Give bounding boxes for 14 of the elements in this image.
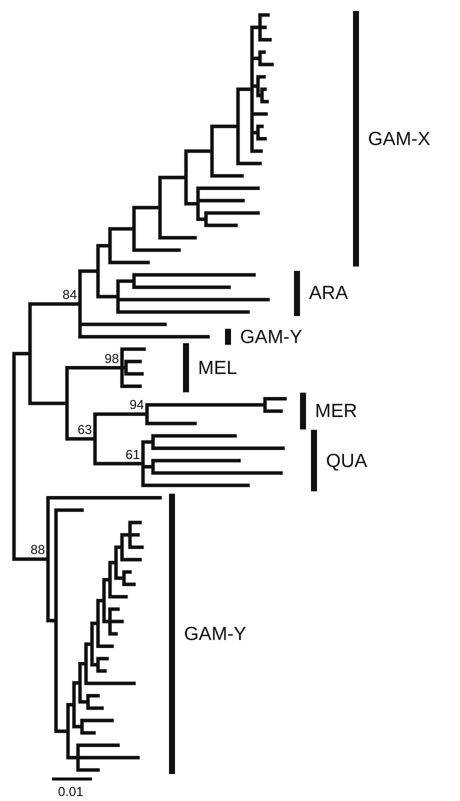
clade-label: ARA	[309, 284, 348, 304]
bootstrap-value: 88	[30, 543, 45, 556]
bootstrap-value: 94	[130, 398, 144, 412]
clade-label: GAM-X	[368, 130, 430, 149]
clade-label: MER	[315, 402, 358, 422]
clade-label: QUA	[326, 452, 368, 471]
clade-label: GAM-Y	[240, 328, 302, 347]
bootstrap-value: 61	[126, 448, 140, 461]
scale-label: 0.01	[58, 785, 84, 798]
clade-label: MEL	[198, 358, 238, 378]
bootstrap-value: 84	[62, 288, 77, 301]
bootstrap-value: 63	[78, 422, 92, 436]
clade-label: GAM-Y	[184, 624, 246, 644]
bootstrap-value: 98	[104, 352, 119, 365]
